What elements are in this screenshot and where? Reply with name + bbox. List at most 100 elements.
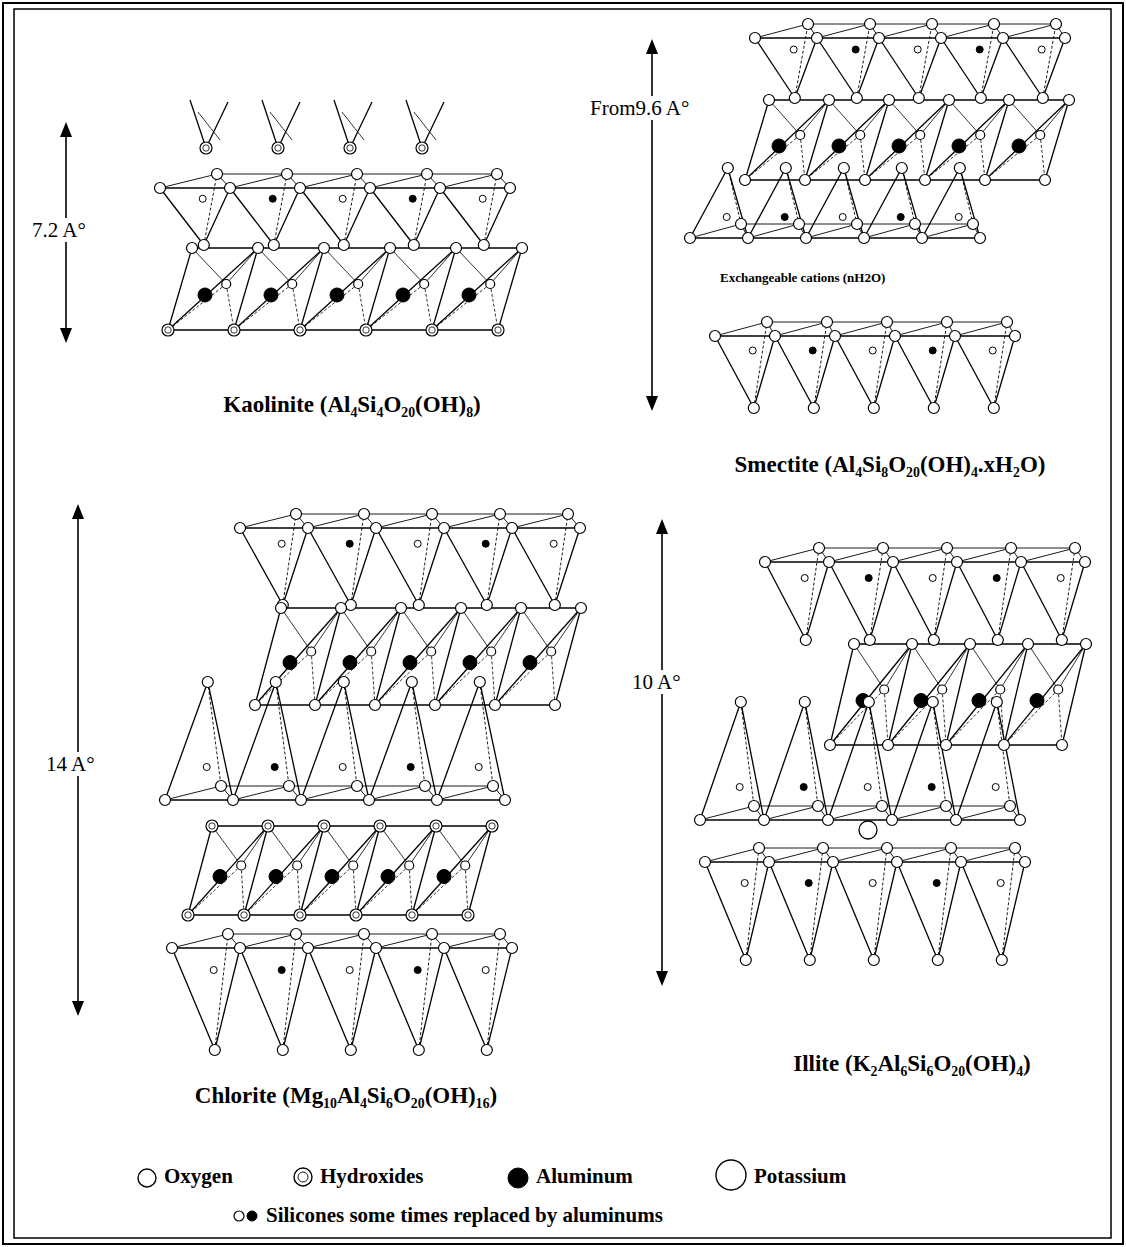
oxygen-atom bbox=[250, 700, 261, 711]
oxygen-atom bbox=[740, 175, 751, 186]
bond-line bbox=[244, 866, 297, 916]
bond-line bbox=[810, 848, 823, 960]
bond-line bbox=[376, 948, 419, 1050]
bond-line bbox=[270, 112, 292, 140]
aluminum-atom bbox=[914, 694, 928, 708]
bond-line bbox=[414, 188, 440, 245]
bond-line bbox=[315, 704, 375, 705]
bond-line bbox=[775, 335, 835, 336]
bond-line bbox=[902, 168, 922, 238]
bond-line bbox=[468, 826, 492, 915]
bond-line bbox=[375, 704, 435, 705]
bond-line bbox=[985, 135, 1040, 180]
bond-line bbox=[444, 528, 487, 605]
bond-line bbox=[160, 174, 217, 188]
bond-line bbox=[949, 100, 980, 135]
bond-line bbox=[1011, 548, 1075, 549]
oxygen-atom bbox=[884, 95, 895, 106]
oxygen-atom bbox=[295, 183, 306, 194]
oxygen-atom bbox=[478, 240, 489, 251]
oxygen-atom bbox=[991, 697, 1002, 708]
bond-line bbox=[344, 188, 370, 245]
oxygen-atom bbox=[549, 600, 560, 611]
bond-line bbox=[925, 179, 985, 180]
oxygen-atom bbox=[516, 603, 527, 614]
oxygen-atom bbox=[1060, 33, 1071, 44]
oxygen-atom bbox=[547, 647, 556, 656]
oxygen-atom bbox=[291, 929, 302, 940]
silicon-atom bbox=[929, 575, 936, 582]
bond-line bbox=[240, 934, 296, 948]
bond-line bbox=[281, 607, 341, 608]
hydroxide-atom bbox=[203, 145, 209, 151]
oxygen-atom bbox=[212, 169, 223, 180]
bond-line bbox=[555, 514, 568, 605]
bond-line bbox=[465, 826, 492, 866]
aluminum-atom bbox=[381, 870, 395, 884]
mineral-name: Illite (K₂Al₆Si₆O₂₀(OH)₄) bbox=[793, 1051, 1031, 1077]
bond-line bbox=[818, 806, 882, 807]
bond-line bbox=[380, 826, 409, 866]
bond-line bbox=[835, 335, 895, 336]
bond-line bbox=[350, 102, 372, 148]
bond-line bbox=[230, 188, 274, 245]
oxygen-atom bbox=[461, 861, 470, 870]
bond-line bbox=[938, 848, 951, 960]
bond-line bbox=[444, 948, 487, 1050]
bond-line bbox=[864, 224, 915, 238]
aluminum-atom bbox=[993, 575, 1000, 582]
oxygen-atom bbox=[748, 403, 759, 414]
bond-line bbox=[412, 682, 425, 786]
bond-line bbox=[892, 819, 956, 820]
aluminum-atom bbox=[832, 139, 846, 153]
bond-line bbox=[283, 948, 308, 1050]
bond-line bbox=[705, 861, 769, 862]
bond-line bbox=[487, 528, 512, 605]
bond-line bbox=[957, 562, 998, 640]
bond-line bbox=[281, 608, 311, 652]
hydroxide-atom bbox=[265, 823, 271, 829]
oxygen-atom bbox=[1037, 93, 1048, 104]
oxygen-atom bbox=[999, 740, 1010, 751]
aluminum-atom bbox=[198, 288, 212, 302]
oxygen-atom bbox=[992, 635, 1003, 646]
bond-line bbox=[1003, 37, 1065, 38]
mineral-name: Kaolinite (Al₄Si₄O₂₀(OH)₈) bbox=[223, 392, 480, 418]
bond-line bbox=[941, 37, 1003, 38]
bond-line bbox=[406, 100, 422, 148]
bond-line bbox=[324, 825, 380, 826]
bond-line bbox=[806, 562, 829, 640]
oxygen-atom bbox=[291, 509, 302, 520]
bond-line bbox=[1058, 690, 1062, 746]
bond-line bbox=[829, 561, 893, 562]
bond-line bbox=[308, 514, 364, 528]
bond-line bbox=[805, 135, 860, 180]
oxygen-atom bbox=[975, 233, 986, 244]
aluminum-atom bbox=[407, 764, 414, 771]
bond-line bbox=[427, 174, 497, 175]
bond-line bbox=[981, 24, 994, 98]
bond-line bbox=[230, 174, 287, 188]
bond-line bbox=[835, 336, 874, 408]
oxygen-atom bbox=[801, 233, 812, 244]
oxygen-atom bbox=[505, 183, 516, 194]
hydroxide-atom bbox=[353, 912, 359, 918]
bond-line bbox=[795, 38, 817, 98]
bond-line bbox=[997, 702, 1020, 820]
bond-line bbox=[351, 948, 376, 1050]
oxygen-atom bbox=[822, 317, 833, 328]
bond-line bbox=[168, 248, 192, 330]
oxygen-atom bbox=[1040, 175, 1051, 186]
bond-line bbox=[700, 806, 754, 820]
oxygen-atom bbox=[406, 677, 417, 688]
bond-line bbox=[1003, 24, 1056, 38]
oxygen-atom bbox=[507, 523, 518, 534]
bond-line bbox=[487, 934, 500, 1050]
bond-line bbox=[754, 806, 818, 807]
bond-line bbox=[805, 702, 828, 820]
bond-line bbox=[435, 704, 495, 705]
bond-line bbox=[324, 247, 390, 248]
bond-line bbox=[484, 188, 510, 245]
oxygen-atom bbox=[155, 183, 166, 194]
oxygen-atom bbox=[808, 403, 819, 414]
